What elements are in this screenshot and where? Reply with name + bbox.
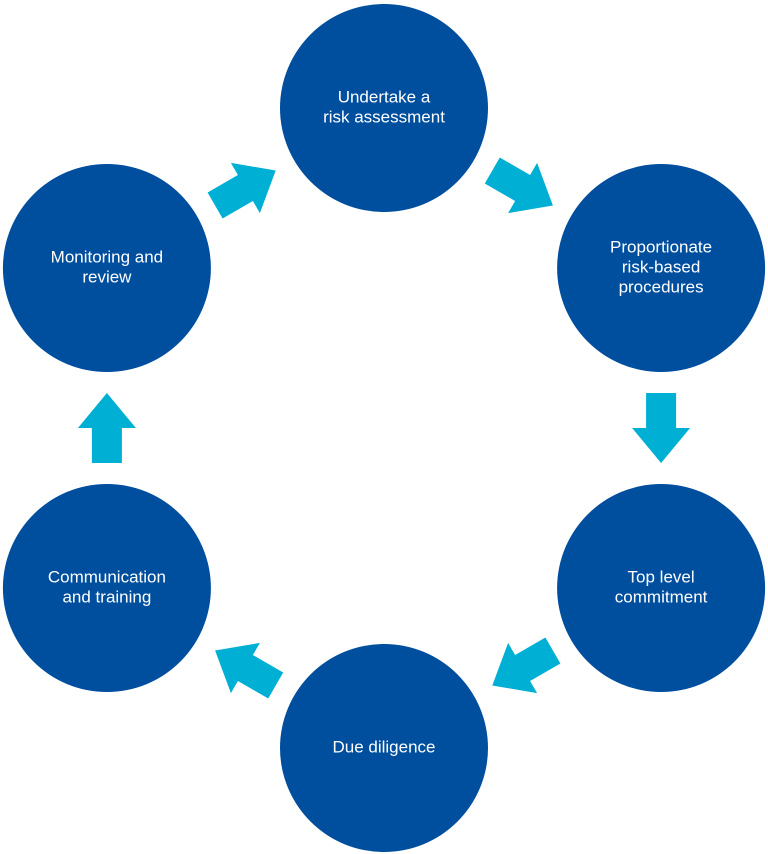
- node-label-line: procedures: [619, 277, 704, 296]
- node-circle: [2, 484, 211, 692]
- node-label-line: and training: [62, 587, 151, 606]
- node-label-line: Proportionate: [610, 237, 712, 256]
- node-label-line: Communication: [48, 567, 166, 586]
- node-label-line: Undertake a: [338, 87, 431, 106]
- node-circle: [280, 4, 488, 212]
- arrow-proportionate-procedures-to-top-level-commitment: [632, 393, 691, 463]
- node-label-line: risk assessment: [323, 107, 445, 126]
- node-circle: [557, 164, 766, 372]
- node-label-line: risk-based: [622, 257, 700, 276]
- arrow-due-diligence-to-communication-training: [215, 642, 284, 699]
- node-circle: [280, 644, 488, 852]
- node-label-line: Monitoring and: [51, 247, 163, 266]
- arrow-monitoring-review-to-risk-assessment: [207, 162, 276, 219]
- node-due-diligence: Due diligence: [280, 644, 488, 852]
- arrows-layer: [77, 157, 691, 699]
- node-circle: [557, 484, 766, 692]
- node-circle: [2, 164, 211, 372]
- arrow-top-level-commitment-to-due-diligence: [492, 637, 561, 694]
- node-label-line: commitment: [615, 587, 708, 606]
- node-label-line: review: [82, 267, 132, 286]
- node-label-line: Top level: [628, 567, 695, 586]
- arrow-risk-assessment-to-proportionate-procedures: [484, 157, 553, 214]
- node-label-line: Due diligence: [332, 737, 435, 756]
- arrow-communication-training-to-monitoring-review: [77, 393, 136, 463]
